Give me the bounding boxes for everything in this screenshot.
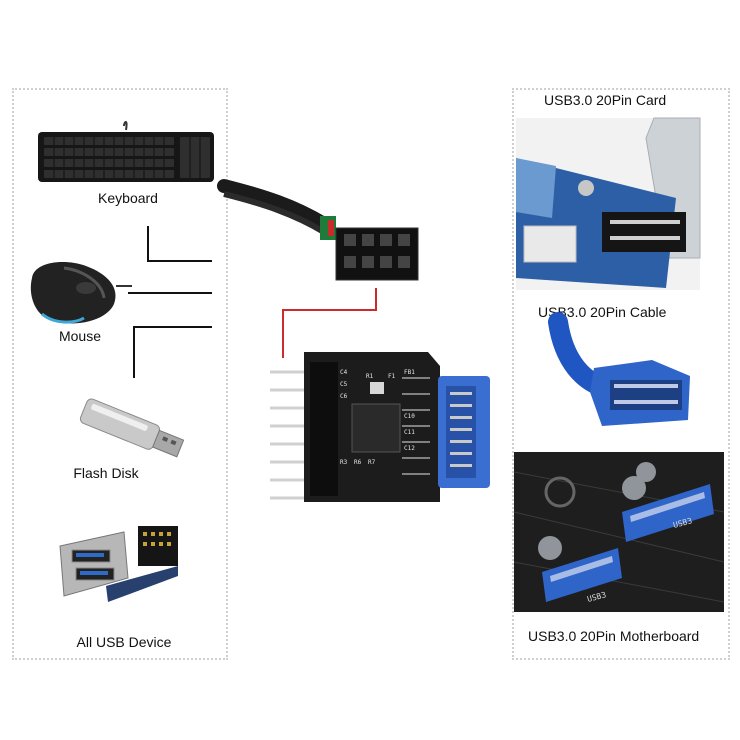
adapter-board: C4 C5 C6 R1 R3 R6 R7 F1 C10 C11 C12 FB1 [270,352,490,502]
silk-c4: C4 [340,369,348,376]
keyboard-label: Keyboard [98,190,158,206]
silk-r7: R7 [368,459,376,466]
usb3-card-label: USB3.0 20Pin Card [544,92,667,108]
usb3-motherboard-label: USB3.0 20Pin Motherboard [528,628,700,644]
usb-hub-icon [59,526,178,602]
silk-r1: R1 [366,373,374,380]
keyboard-icon [38,121,214,182]
usb3-cable-label: USB3.0 20Pin Cable [538,304,667,320]
silk-fb1: FB1 [404,369,415,376]
silk-r3: R3 [340,459,348,466]
left-panel-frame [12,88,228,660]
silk-c11: C11 [404,429,415,436]
right-panel-frame [512,88,730,660]
silk-r6: R6 [354,459,362,466]
flash-disk-icon [79,398,185,458]
silk-f1: F1 [388,373,396,380]
all-usb-device-label: All USB Device [76,634,172,650]
silk-c6: C6 [340,393,348,400]
usb2-cable-icon [217,179,419,281]
silk-c5: C5 [340,381,348,388]
pci-card-icon [516,117,701,290]
mouse-label: Mouse [58,328,102,344]
motherboard-icon: USB3 USB3 [513,452,725,612]
mouse-icon [30,262,132,324]
usb3-cable-icon [548,312,690,426]
silk-c10: C10 [404,413,415,420]
flash-disk-label: Flash Disk [73,465,139,481]
silk-c12: C12 [404,445,415,452]
